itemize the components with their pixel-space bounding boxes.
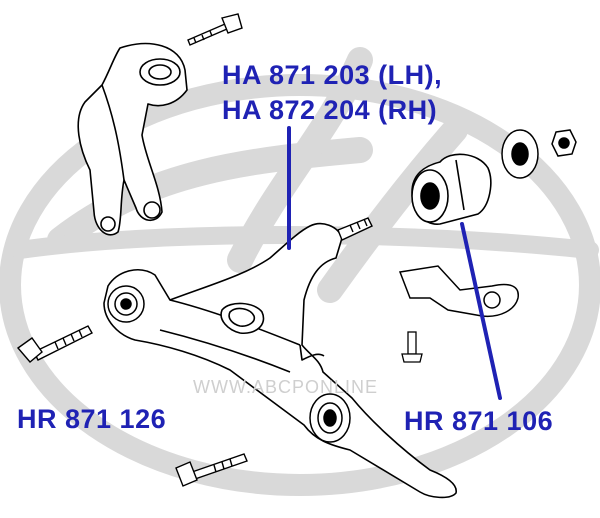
pointer-line-rear-bushing <box>460 222 502 400</box>
washer <box>501 129 539 179</box>
steering-knuckle <box>77 42 188 236</box>
pointer-lines <box>287 126 502 400</box>
label-front-bushing: HR 871 126 <box>17 404 167 434</box>
rear-bushing-part <box>411 153 492 225</box>
front-bushing-in-arm <box>107 285 145 323</box>
brand-logo-watermark <box>0 47 600 496</box>
ball-joint-stud <box>337 217 373 241</box>
lower-control-arm <box>103 222 457 499</box>
label-arm-lh: HA 871 203 (LH), <box>222 60 443 90</box>
knuckle-bolt <box>187 13 243 46</box>
bracket-bolt <box>401 331 423 363</box>
front-long-bolt <box>16 325 93 363</box>
lower-bolt <box>175 453 248 487</box>
label-arm-rh: HA 872 204 (RH) <box>222 95 438 125</box>
nut <box>551 129 577 157</box>
label-rear-bushing: HR 871 106 <box>404 406 554 436</box>
bushing-bracket <box>398 265 519 318</box>
watermark-text: WWW.ABCPONLINE <box>193 377 379 397</box>
rear-bushing-in-arm <box>309 393 351 443</box>
